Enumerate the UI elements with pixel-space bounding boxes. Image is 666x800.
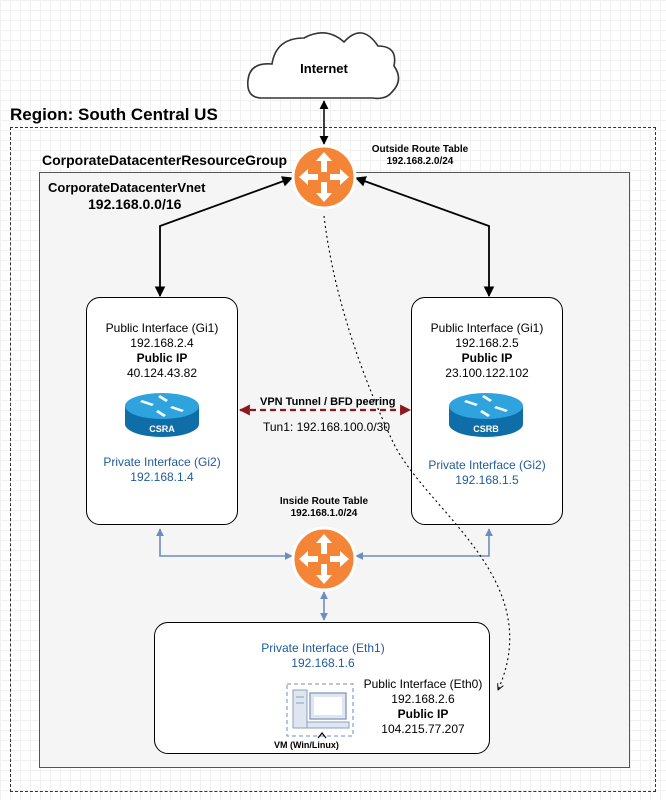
vm-public-address: 192.168.2.6 (391, 692, 455, 706)
vnet-title: CorporateDatacenterVnet (48, 180, 206, 195)
outside-route-table-title: Outside Route Table (371, 144, 469, 155)
csrb-public-interface: Public Interface (Gi1) (430, 321, 544, 335)
csra-public-ip: 40.124.43.82 (126, 366, 198, 380)
csrb-private-address: 192.168.1.5 (455, 473, 519, 487)
csrb-public-ip-label: Public IP (461, 351, 513, 365)
region-title: Region: South Central US (10, 105, 218, 124)
vpn-tunnel-title: VPN Tunnel / BFD peering (260, 396, 396, 408)
vm-public-ip: 104.215.77.207 (381, 722, 465, 736)
resource-group-title: CorporateDatacenterResourceGroup (42, 152, 288, 168)
vm-private-info: Private Interface (Eth1) 192.168.1.6 (248, 641, 398, 671)
internet-label: Internet (300, 61, 348, 76)
csra-public-interface: Public Interface (Gi1) (105, 321, 219, 335)
csrb-private-interface: Private Interface (Gi2) (428, 458, 546, 472)
vm-public-ip-label: Public IP (397, 707, 449, 721)
csra-public-info: Public Interface (Gi1) 192.168.2.4 Publi… (86, 321, 238, 381)
vnet-cidr: 192.168.0.0/16 (88, 196, 182, 212)
vm-public-interface: Public Interface (Eth0) (363, 677, 483, 691)
vm-private-address: 192.168.1.6 (291, 656, 355, 670)
vm-private-interface: Private Interface (Eth1) (261, 641, 385, 655)
inside-route-table-title: Inside Route Table (279, 496, 369, 507)
vm-label: VM (Win/Linux) (274, 740, 339, 750)
csrb-private-info: Private Interface (Gi2) 192.168.1.5 (411, 458, 563, 488)
csra-public-ip-label: Public IP (136, 351, 188, 365)
region-container (10, 127, 656, 792)
csrb-public-info: Public Interface (Gi1) 192.168.2.5 Publi… (411, 321, 563, 381)
csrb-public-address: 192.168.2.5 (455, 336, 519, 350)
csra-private-address: 192.168.1.4 (130, 470, 194, 484)
outside-route-table-label: Outside Route Table 192.168.2.0/24 (360, 144, 480, 168)
outside-route-table-cidr: 192.168.2.0/24 (386, 156, 454, 167)
csra-private-info: Private Interface (Gi2) 192.168.1.4 (86, 455, 238, 485)
inside-route-table-label: Inside Route Table 192.168.1.0/24 (264, 496, 384, 520)
vpn-tunnel-subnet: Tun1: 192.168.100.0/30 (263, 420, 390, 434)
vm-public-info: Public Interface (Eth0) 192.168.2.6 Publ… (356, 677, 490, 737)
csra-device-label: CSRA (149, 424, 175, 434)
csrb-public-ip: 23.100.122.102 (445, 366, 529, 380)
inside-route-table-cidr: 192.168.1.0/24 (290, 508, 358, 519)
csra-public-address: 192.168.2.4 (130, 336, 194, 350)
csrb-device-label: CSRB (473, 424, 499, 434)
csra-private-interface: Private Interface (Gi2) (103, 455, 221, 469)
